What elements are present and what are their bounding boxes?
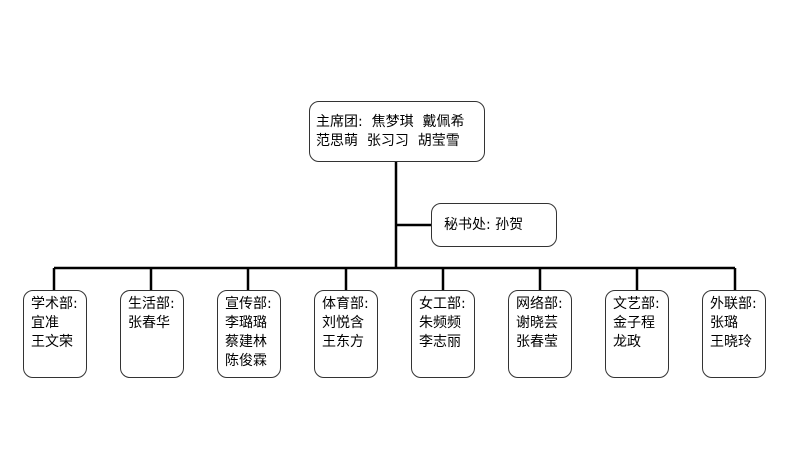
department-name: 宣传部: [225,296,272,312]
department-box-arts: 文艺部: 金子程 龙政 [605,290,669,378]
department-member: 张春华 [128,315,170,331]
department-name: 文艺部: [613,296,660,312]
department-member: 龙政 [613,334,641,350]
department-member: 谢晓芸 [516,315,558,331]
department-box-publicity: 宣传部: 李璐璐 蔡建林 陈俊霖 [217,290,281,378]
department-box-life: 生活部: 张春华 [120,290,184,378]
department-member: 蔡建林 [225,334,267,350]
department-member: 陈俊霖 [225,353,267,369]
presidium-line: 范思萌 张习习 胡莹雪 [316,133,460,149]
department-member: 李璐璐 [225,315,267,331]
department-name: 体育部: [322,296,369,312]
department-box-sports: 体育部: 刘悦含 王东方 [314,290,378,378]
department-member: 王晓玲 [710,334,752,350]
presidium-box: 主席团: 焦梦琪 戴佩希 范思萌 张习习 胡莹雪 [309,101,485,162]
department-member: 张璐 [710,315,738,331]
department-member: 张春莹 [516,334,558,350]
department-name: 女工部: [419,296,466,312]
department-name: 学术部: [31,296,78,312]
presidium-line: 主席团: 焦梦琪 戴佩希 [316,114,465,130]
department-member: 宜准 [31,315,59,331]
secretariat-label: 秘书处: 孙贺 [444,217,524,233]
department-member: 李志丽 [419,334,461,350]
department-name: 网络部: [516,296,563,312]
department-box-women: 女工部: 朱频频 李志丽 [411,290,475,378]
secretariat-box: 秘书处: 孙贺 [431,203,557,247]
department-box-academic: 学术部: 宜准 王文荣 [23,290,87,378]
department-name: 生活部: [128,296,175,312]
department-member: 朱频频 [419,315,461,331]
department-member: 王文荣 [31,334,73,350]
department-box-network: 网络部: 谢晓芸 张春莹 [508,290,572,378]
department-member: 金子程 [613,315,655,331]
department-box-external: 外联部: 张璐 王晓玲 [702,290,766,378]
department-name: 外联部: [710,296,757,312]
department-member: 王东方 [322,334,364,350]
department-member: 刘悦含 [322,315,364,331]
